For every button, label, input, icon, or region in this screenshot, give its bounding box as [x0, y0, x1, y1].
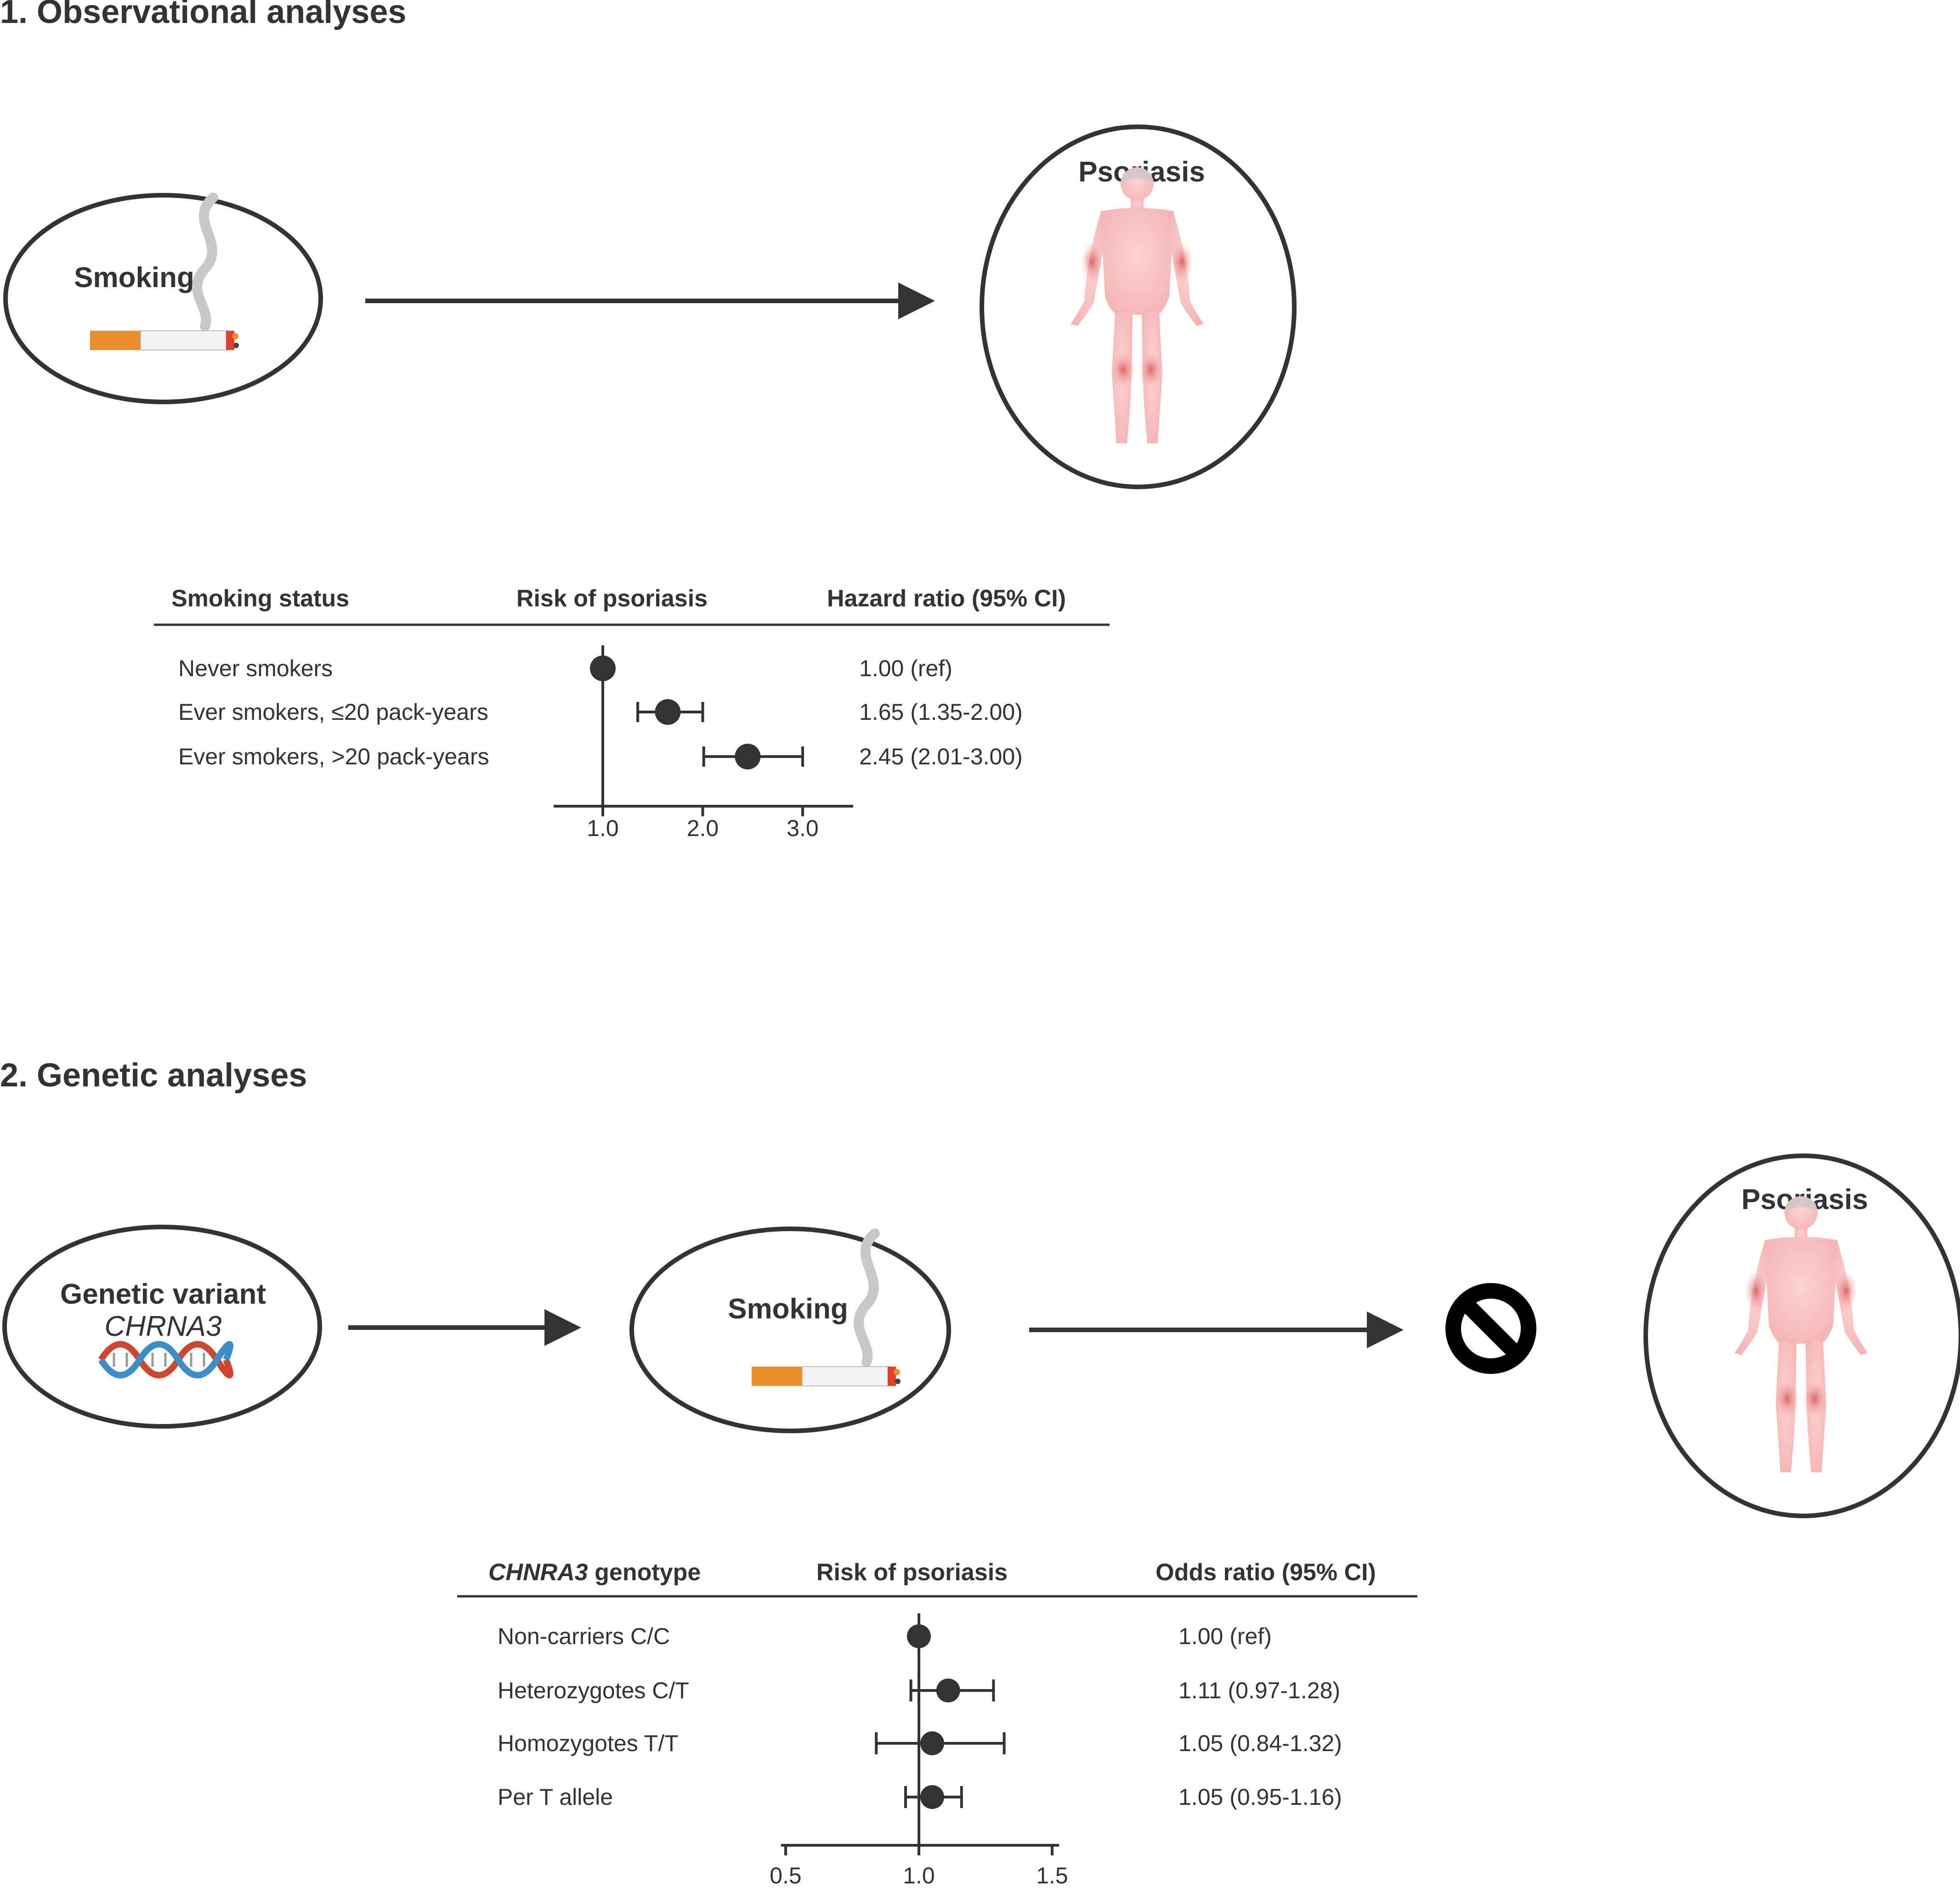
- row-estimate: 1.00 (ref): [859, 656, 952, 681]
- section1-title: 1. Observational analyses: [0, 0, 406, 30]
- row-estimate: 1.65 (1.35-2.00): [859, 699, 1023, 725]
- row-label: Homozygotes T/T: [498, 1730, 679, 1756]
- row-label: Never smokers: [178, 656, 333, 681]
- variant-label: Genetic variant: [60, 1278, 266, 1310]
- row-estimate: 1.05 (0.95-1.16): [1178, 1784, 1342, 1810]
- point-estimate: [907, 1624, 931, 1648]
- column-header-estimate: Hazard ratio (95% CI): [827, 585, 1066, 612]
- variant-name: CHRNA3: [105, 1311, 222, 1342]
- column-header-label: Smoking status: [171, 585, 349, 612]
- x-tick-label: 1.5: [1036, 1863, 1068, 1888]
- row-estimate: 2.45 (2.01-3.00): [859, 744, 1023, 769]
- row-label: Per T allele: [498, 1784, 613, 1810]
- point-estimate: [590, 656, 616, 681]
- no-effect-icon: [1445, 1283, 1536, 1374]
- row-label: Non-carriers C/C: [498, 1623, 670, 1649]
- variant-node: Genetic variant CHRNA3: [2, 1225, 322, 1429]
- point-estimate: [936, 1679, 960, 1702]
- exposure-node: Smoking: [3, 193, 323, 404]
- exposure-ellipse-genetic: [629, 1227, 951, 1433]
- variant-ellipse: [2, 1225, 322, 1429]
- row-label: Ever smokers, ≤20 pack-years: [178, 699, 488, 725]
- x-tick-label: 1.0: [903, 1863, 935, 1888]
- column-header-plot: Risk of psoriasis: [816, 1559, 1008, 1586]
- x-tick-label: 0.5: [770, 1863, 802, 1888]
- column-header-estimate: Odds ratio (95% CI): [1156, 1559, 1376, 1586]
- point-estimate: [920, 1731, 944, 1755]
- exposure-node-genetic: Smoking: [629, 1227, 951, 1433]
- point-estimate: [735, 744, 761, 769]
- outcome-node-genetic: Psoriasis: [1643, 1153, 1960, 1518]
- point-estimate: [920, 1785, 944, 1809]
- dna-icon: [98, 1341, 233, 1379]
- exposure-ellipse: [3, 193, 323, 404]
- exposure-label-genetic: Smoking: [728, 1293, 848, 1325]
- genotype-gene-name: CHNRA3: [488, 1559, 588, 1586]
- genotype-suffix: genotype: [588, 1559, 701, 1586]
- forest-plot-genetic: CHNRA3 genotype Risk of psoriasis Odds r…: [457, 1559, 1417, 1888]
- x-tick-label: 1.0: [587, 815, 619, 841]
- point-estimate: [655, 699, 681, 725]
- row-estimate: 1.11 (0.97-1.28): [1178, 1678, 1340, 1703]
- forest-plot-observational: Smoking status Risk of psoriasis Hazard …: [154, 585, 1110, 841]
- row-estimate: 1.05 (0.84-1.32): [1178, 1730, 1342, 1756]
- row-label: Ever smokers, >20 pack-years: [178, 744, 489, 769]
- column-header-plot: Risk of psoriasis: [516, 585, 708, 612]
- row-label: Heterozygotes C/T: [498, 1678, 689, 1703]
- outcome-node: Psoriasis: [980, 124, 1297, 489]
- section2-title: 2. Genetic analyses: [0, 1057, 307, 1094]
- row-estimate: 1.00 (ref): [1178, 1623, 1272, 1649]
- x-tick-label: 3.0: [787, 815, 819, 841]
- column-header-label: CHNRA3 genotype: [488, 1559, 701, 1586]
- exposure-label: Smoking: [74, 262, 194, 294]
- x-tick-label: 2.0: [687, 815, 719, 841]
